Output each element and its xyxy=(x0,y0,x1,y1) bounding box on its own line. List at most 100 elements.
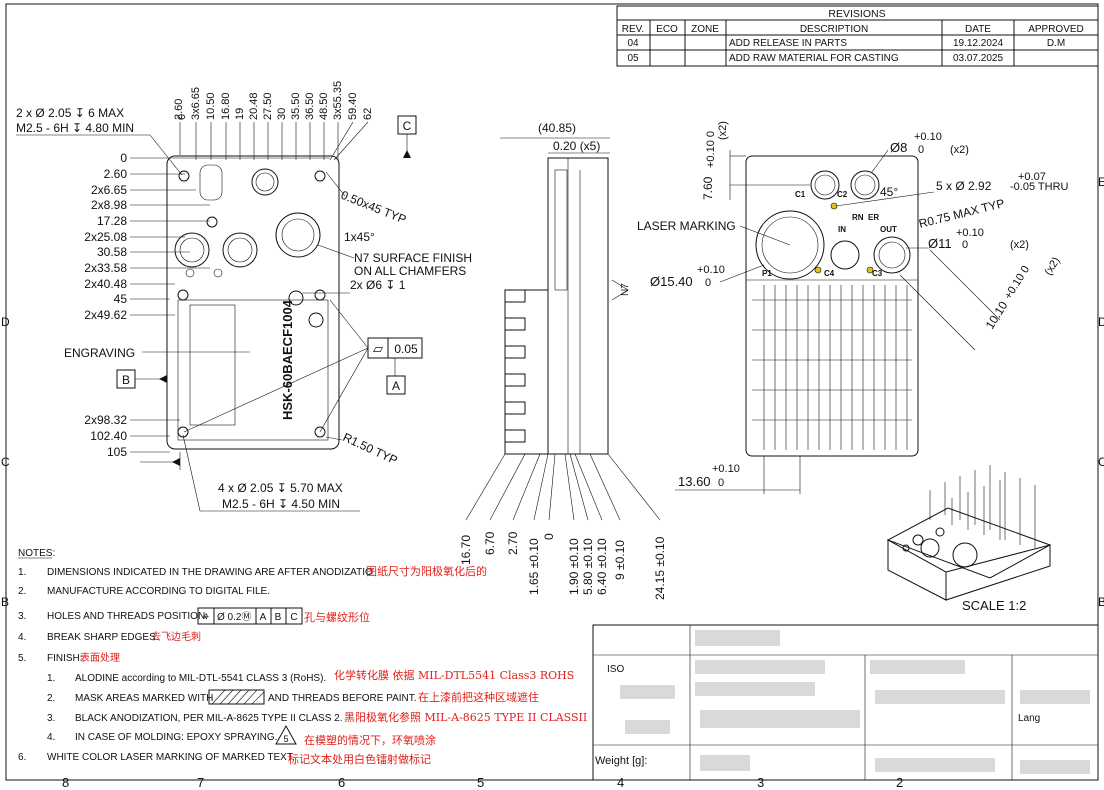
weight-label: Weight [g]: xyxy=(595,755,647,767)
note-text: MANUFACTURE ACCORDING TO DIGITAL FILE. xyxy=(47,586,270,597)
approved-header: APPROVED xyxy=(1028,24,1084,35)
dim-label: 0 xyxy=(120,151,127,165)
dim-760: 7.60 xyxy=(701,176,715,200)
note-number: 5. xyxy=(18,653,26,664)
zone-bottom-3: 3 xyxy=(757,775,764,790)
hole-note-2: M2.5 - 6H ↧ 4.80 MIN xyxy=(16,121,134,135)
thru-tol-top: +0.07 xyxy=(1018,171,1046,183)
zone-left-b: B xyxy=(1,595,9,609)
engraving-label: ENGRAVING xyxy=(64,346,135,360)
sub-note-zh: 在模塑的情况下，环氧喷涂 xyxy=(304,733,436,747)
dim-1360-tol-top: +0.10 xyxy=(712,463,740,475)
sub-note-text: ALODINE according to MIL-DTL-5541 CLASS … xyxy=(75,673,326,684)
zone-bottom-2: 2 xyxy=(896,775,903,790)
thru-tol-bot: -0.05 THRU xyxy=(1010,181,1069,193)
port-label: RN xyxy=(852,213,864,222)
rev-cell: 05 xyxy=(627,53,639,64)
dim-label: 62 xyxy=(362,108,374,120)
side-width-dim: (40.85) xyxy=(538,121,576,135)
zone-markers: 8 7 6 5 4 3 2 E D C B D C B xyxy=(1,175,1104,790)
radius-note: R1.50 TYP xyxy=(341,430,400,467)
datum-a: A xyxy=(392,379,400,393)
dim-label: 0 xyxy=(176,114,188,120)
dim-11: Ø11 xyxy=(928,236,952,251)
note-text: DIMENSIONS INDICATED IN THE DRAWING ARE … xyxy=(47,567,373,578)
dim-label: 35.50 xyxy=(290,92,302,120)
dim-11-x2: (x2) xyxy=(1010,239,1029,251)
dim-label: 2x6.65 xyxy=(91,183,127,197)
zone-side-d: D xyxy=(1098,315,1104,329)
pin-holes-note: 2x Ø6 ↧ 1 xyxy=(350,278,406,292)
dim-8-tol-bot: 0 xyxy=(918,144,924,156)
dim-1540-tol-top: +0.10 xyxy=(697,264,725,276)
zone-left-d: D xyxy=(1,315,10,329)
dim-label: 2.60 xyxy=(104,167,128,181)
surface-symbol: N7 xyxy=(620,283,631,296)
note-number: 1. xyxy=(18,567,26,578)
flatness-symbol: ▱ xyxy=(373,341,383,356)
position-tolerance: Ø 0.2Ⓜ xyxy=(217,611,251,623)
zone-header: ZONE xyxy=(691,24,719,35)
zone-bottom-4: 4 xyxy=(617,775,624,790)
thru-holes-dim: 5 x Ø 2.92 xyxy=(936,179,992,193)
dim-label: 6.70 xyxy=(483,531,497,555)
dim-label: 17.28 xyxy=(97,214,127,228)
epoxy-symbol: 5 xyxy=(275,724,297,745)
dim-1540-tol-bot: 0 xyxy=(705,277,711,289)
port-label: OUT xyxy=(880,225,897,234)
port-label: P1 xyxy=(762,269,772,278)
dim-label: 3x55.35 xyxy=(332,81,344,120)
revisions-table: REVISIONS REV. ECO ZONE DESCRIPTION DATE… xyxy=(616,5,1099,67)
rev-cell: 04 xyxy=(627,38,639,49)
dim-11-tol-bot: 0 xyxy=(962,239,968,251)
dim-760-x2: (x2) xyxy=(717,121,729,140)
zone-bottom-6: 6 xyxy=(338,775,345,790)
sub-note-number: 1. xyxy=(47,673,55,684)
dim-1360: 13.60 xyxy=(678,474,711,489)
isometric-view: SCALE 1:2 xyxy=(886,465,1052,613)
dim-label: 36.50 xyxy=(304,92,316,120)
port-label: C4 xyxy=(824,269,835,278)
dim-label: 19 xyxy=(234,108,246,120)
dim-label: 16.70 xyxy=(459,535,473,565)
note-zh: 去飞边毛刺 xyxy=(151,631,201,643)
sub-note-text-2: AND THREADS BEFORE PAINT. xyxy=(268,693,417,704)
note-number: 2. xyxy=(18,586,26,597)
dim-label: 6.40 ±0.10 xyxy=(595,538,609,595)
note-number: 6. xyxy=(18,752,26,763)
zone-side-b: B xyxy=(1098,595,1104,609)
port-label: ER xyxy=(868,213,879,222)
description-cell: ADD RAW MATERIAL FOR CASTING xyxy=(729,53,899,64)
dim-label: 20.48 xyxy=(248,92,260,120)
note-text: BREAK SHARP EDGES. xyxy=(47,632,159,643)
datum-ref: B xyxy=(275,612,282,623)
description-cell: ADD RELEASE IN PARTS xyxy=(729,38,847,49)
back-view: P1 C1 C2 IN RN ER OUT C4 C3 7.60 +0.10 0… xyxy=(637,121,1069,494)
dim-label: 30.58 xyxy=(97,245,127,259)
dim-label: 30 xyxy=(276,108,288,120)
note-number: 4. xyxy=(18,632,26,643)
dim-8: Ø8 xyxy=(890,140,907,155)
sub-note-number: 2. xyxy=(47,693,55,704)
laser-marking: LASER MARKING xyxy=(637,219,736,233)
radius-max: R0.75 MAX TYP xyxy=(917,196,1006,231)
sheet-border xyxy=(5,3,1099,781)
dim-label: 2x49.62 xyxy=(84,308,127,322)
dim-1010-x2: (x2) xyxy=(1042,255,1062,277)
dim-760-tol: +0.10 0 xyxy=(705,131,717,168)
zone-bottom-8: 8 xyxy=(62,775,69,790)
dim-label: 1.65 ±0.10 xyxy=(527,538,541,595)
position-tolerance-frame: ⌖ Ø 0.2Ⓜ A B C xyxy=(197,607,303,625)
left-dimension-labels: 0 2.60 2x6.65 2x8.98 17.28 2x25.08 30.58… xyxy=(84,151,127,459)
iso-label: ISO xyxy=(607,664,624,675)
date-cell: 03.07.2025 xyxy=(953,53,1003,64)
angle-45: 45° xyxy=(880,185,898,199)
port-label: C1 xyxy=(795,190,806,199)
datum-ref: A xyxy=(260,612,267,623)
side-view: (40.85) 0.20 (x5) N7 16.70 6.70 2.70 1.6… xyxy=(459,121,667,600)
finish-note-2: ON ALL CHAMFERS xyxy=(354,264,466,278)
dim-label: 2.60 xyxy=(173,99,185,120)
zone-side-c: C xyxy=(1098,455,1104,469)
sub-note-zh: 黑阳极氧化参照 MIL-A-8625 TYPE II CLASSII xyxy=(344,710,587,724)
